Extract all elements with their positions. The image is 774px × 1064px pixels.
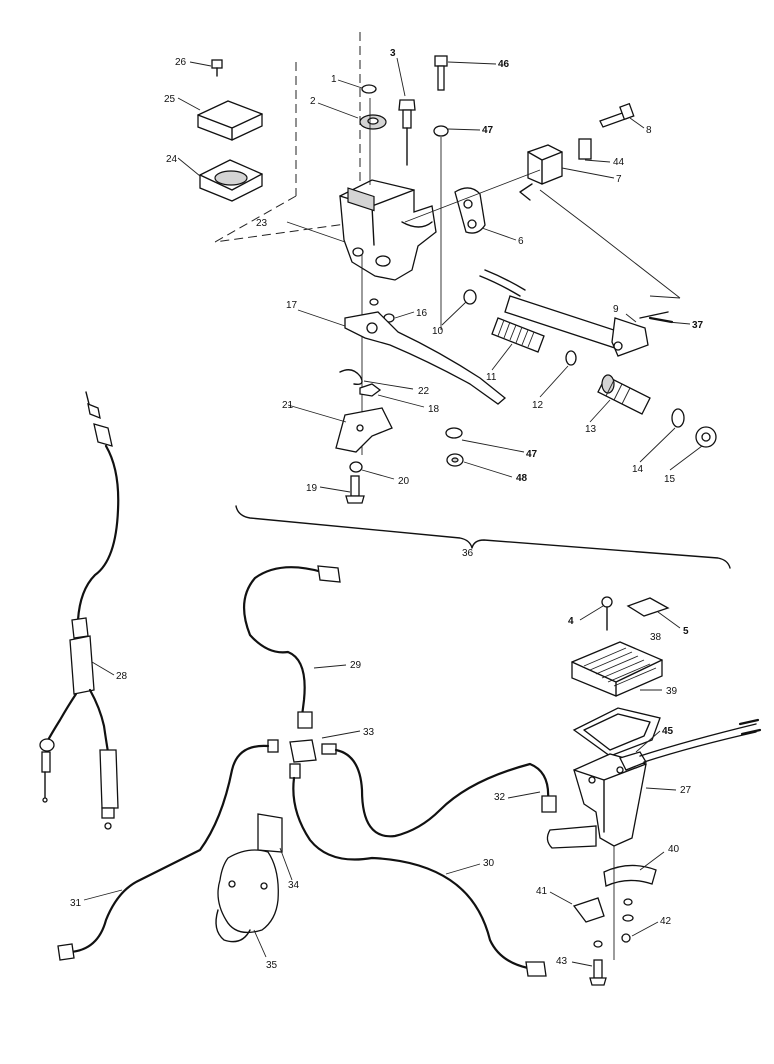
callout-39: 39 xyxy=(666,686,678,697)
bracket-screw xyxy=(599,102,635,128)
callout-24: 24 xyxy=(166,154,178,165)
callout-37: 37 xyxy=(692,320,704,331)
callout-1: 1 xyxy=(331,74,337,85)
washer xyxy=(361,84,377,94)
callout-26: 26 xyxy=(175,57,187,68)
washer xyxy=(445,427,463,439)
callout-13: 13 xyxy=(585,424,597,435)
pivot-bolt xyxy=(434,55,448,91)
reservoir-screw xyxy=(211,59,223,77)
leader-line xyxy=(649,295,681,299)
callout-27: 27 xyxy=(680,785,692,796)
rear-master-cylinder xyxy=(546,596,762,986)
callout-20: 20 xyxy=(398,476,410,487)
brake-lever xyxy=(344,311,507,405)
callout-31: 31 xyxy=(70,898,82,909)
reservoir-cover xyxy=(197,100,263,141)
lever-bracket xyxy=(335,407,393,453)
callout-29: 29 xyxy=(350,660,362,671)
callout-46: 46 xyxy=(498,59,510,70)
clevis-pin xyxy=(621,933,631,943)
callout-30: 30 xyxy=(483,858,495,869)
leader-line xyxy=(404,169,681,299)
reservoir-diaphragm xyxy=(199,159,263,202)
callout-3: 3 xyxy=(390,48,396,59)
assembly-bracket xyxy=(235,505,731,569)
callout-28: 28 xyxy=(116,671,128,682)
callout-18: 18 xyxy=(428,404,440,415)
callout-42: 42 xyxy=(660,916,672,927)
master-cylinder-body xyxy=(546,718,762,849)
washer xyxy=(565,350,577,366)
callout-7: 7 xyxy=(616,174,622,185)
callout-8: 8 xyxy=(646,125,652,136)
callout-45: 45 xyxy=(662,726,674,737)
callout-19: 19 xyxy=(306,483,318,494)
callout-17: 17 xyxy=(286,300,298,311)
callout-2: 2 xyxy=(310,96,316,107)
callout-9: 9 xyxy=(613,304,619,315)
gasket xyxy=(572,707,661,757)
callout-11: 11 xyxy=(486,372,497,383)
callout-21: 21 xyxy=(282,400,294,411)
reference-line xyxy=(214,195,297,243)
callout-34: 34 xyxy=(288,880,300,891)
throttle-housing xyxy=(479,269,674,357)
throttle-cylinder xyxy=(597,374,651,415)
callout-23: 23 xyxy=(256,218,268,229)
spring-clip xyxy=(339,369,363,386)
callout-5: 5 xyxy=(683,626,689,637)
switch-bracket xyxy=(454,187,486,234)
leader-lines-upper xyxy=(177,57,703,493)
washer xyxy=(433,125,449,137)
bracket-bolt xyxy=(345,475,365,504)
callout-16: 16 xyxy=(416,308,428,319)
upper-assembly xyxy=(177,32,731,569)
rubber-boot xyxy=(603,864,657,887)
nut xyxy=(349,461,363,473)
callout-12: 12 xyxy=(532,400,544,411)
decal xyxy=(578,138,592,160)
callout-32: 32 xyxy=(494,792,506,803)
brake-switch xyxy=(519,144,563,201)
clevis-bracket xyxy=(572,897,605,923)
callout-6: 6 xyxy=(518,236,524,247)
callout-47-bottom: 47 xyxy=(526,449,538,460)
nut xyxy=(359,383,382,397)
callout-4: 4 xyxy=(568,616,574,627)
callout-22: 22 xyxy=(418,386,430,397)
callout-43: 43 xyxy=(556,956,568,967)
fluid-reservoir xyxy=(215,813,293,958)
washer xyxy=(463,289,477,305)
reservoir-cover xyxy=(571,641,663,697)
washer xyxy=(671,408,685,428)
callout-33: 33 xyxy=(363,727,375,738)
callout-35: 35 xyxy=(266,960,278,971)
throttle-cable xyxy=(39,391,120,830)
callout-41: 41 xyxy=(536,886,548,897)
callout-47-top: 47 xyxy=(482,125,494,136)
master-cylinder-body xyxy=(339,179,437,281)
callout-38: 38 xyxy=(650,632,662,643)
callout-48: 48 xyxy=(516,473,528,484)
callout-36: 36 xyxy=(462,548,474,559)
callout-44: 44 xyxy=(613,157,625,168)
callout-25: 25 xyxy=(164,94,176,105)
callout-14: 14 xyxy=(632,464,644,475)
throttle-spring xyxy=(491,317,545,353)
banjo-bolt xyxy=(398,99,416,166)
callout-10: 10 xyxy=(432,326,444,337)
mounting-bolt xyxy=(593,959,603,979)
callout-40: 40 xyxy=(668,844,680,855)
callout-labels: 26 25 24 1 2 3 46 47 8 44 7 6 23 16 17 1… xyxy=(70,48,704,971)
callout-15: 15 xyxy=(664,474,676,485)
brake-hose-system xyxy=(57,565,557,977)
